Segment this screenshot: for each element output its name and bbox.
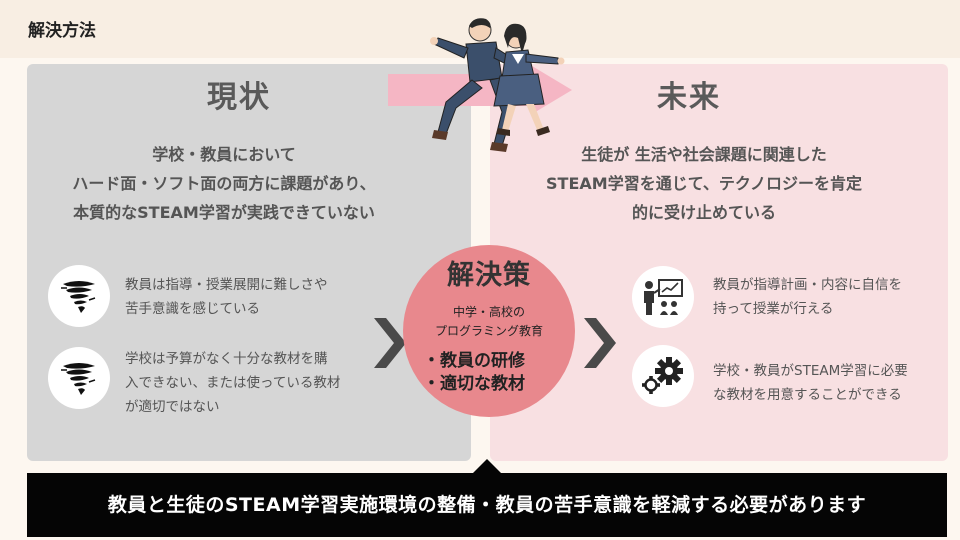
future-description: 生徒が 生活や社会課題に関連した STEAM学習を通じて、テクノロジーを肯定 的… [546,145,862,222]
conclusion-banner: 教員と生徒のSTEAM学習実施環境の整備・教員の苦手意識を軽減する必要があります [27,473,947,537]
solution-circle: 解決策 中学・高校の プログラミング教育 ・教員の研修 ・適切な教材 [403,245,575,417]
chevron-right-icon [584,318,616,368]
current-item-1-text: 教員は指導・授業展開に難しさや 苦手意識を感じている [125,277,328,317]
slide-title: 解決方法 [28,21,96,41]
future-item-2-text: 学校・教員がSTEAM学習に必要 な教材を用意することができる [713,363,908,403]
gears-icon [632,345,694,407]
current-item-2-text: 学校は予算がなく十分な教材を購 入できない、または使っている教材 が適切ではない [125,351,341,415]
running-students-illustration [398,14,573,158]
solution-points: ・教員の研修 ・適切な教材 [423,351,525,394]
current-panel: 現状 学校・教員において ハード面・ソフト面の両方に課題があり、 本質的なSTE… [27,64,471,461]
tornado-icon [48,347,110,409]
presentation-icon [632,266,694,328]
future-panel: 未来 生徒が 生活や社会課題に関連した STEAM学習を通じて、テクノロジーを肯… [490,64,948,461]
chevron-right-icon [374,318,406,368]
solution-title: 解決策 [447,260,531,291]
tornado-icon [48,265,110,327]
solution-subtitle: 中学・高校の プログラミング教育 [434,305,543,338]
current-description: 学校・教員において ハード面・ソフト面の両方に課題があり、 本質的なSTEAM学… [72,145,376,222]
future-heading: 未来 [657,80,721,115]
conclusion-pointer [471,459,503,475]
current-heading: 現状 [207,80,271,115]
future-item-1-text: 教員が指導計画・内容に自信を 持って授業が行える [713,277,902,317]
